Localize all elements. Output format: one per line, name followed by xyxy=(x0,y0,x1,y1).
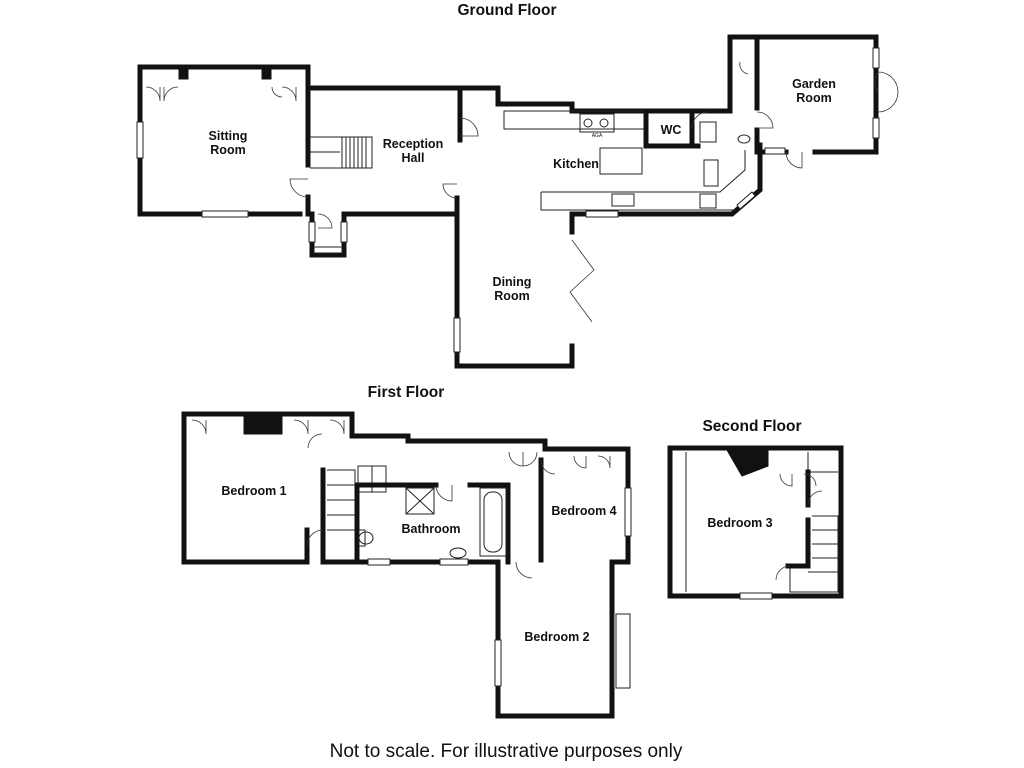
sitting-room-label-2: Room xyxy=(210,143,245,157)
bedroom-2-label: Bedroom 2 xyxy=(524,630,589,644)
window xyxy=(367,558,391,566)
reception-hall-label-2: Hall xyxy=(402,151,425,165)
kitchen-walls: AGA xyxy=(495,34,763,218)
window xyxy=(872,47,880,69)
second-floor-title: Second Floor xyxy=(702,418,801,435)
dining-room-label-2: Room xyxy=(494,289,529,303)
garden-room-label-2: Room xyxy=(796,91,831,105)
window xyxy=(624,487,632,537)
disclaimer-text: Not to scale. For illustrative purposes … xyxy=(330,741,683,762)
kitchen-label: Kitchen xyxy=(553,157,599,171)
ground-floor-plan: AGA xyxy=(136,34,899,369)
dining-room-walls xyxy=(453,211,595,369)
first-floor-title: First Floor xyxy=(368,384,445,401)
window xyxy=(872,117,880,139)
wc-label: WC xyxy=(661,123,682,137)
garden-room-label-1: Garden xyxy=(792,77,836,91)
sitting-room-walls xyxy=(136,64,311,218)
window xyxy=(136,121,144,159)
window xyxy=(585,210,619,218)
window xyxy=(308,221,316,243)
window xyxy=(615,613,631,689)
window xyxy=(340,221,348,243)
bedroom-3-label: Bedroom 3 xyxy=(707,516,772,530)
sitting-room-label-1: Sitting xyxy=(209,129,248,143)
aga-label: AGA xyxy=(592,133,603,139)
reception-hall-label-1: Reception xyxy=(383,137,443,151)
bedroom-4-label: Bedroom 4 xyxy=(551,504,616,518)
second-floor-plan: Bedroom 3 xyxy=(667,445,844,600)
wc-walls xyxy=(643,108,751,149)
window xyxy=(439,558,469,566)
ground-floor-title: Ground Floor xyxy=(457,2,556,19)
window xyxy=(494,639,502,687)
window xyxy=(201,210,249,218)
window xyxy=(739,592,773,600)
porch-walls xyxy=(308,211,348,258)
bathroom-label: Bathroom xyxy=(401,522,460,536)
first-floor-plan: Bedroom 1 Bathroom Bedroom 4 Bedroom 2 xyxy=(181,411,632,719)
dining-room-label-1: Dining xyxy=(493,275,532,289)
garden-room-walls xyxy=(739,34,899,169)
bedroom-1-label: Bedroom 1 xyxy=(221,484,286,498)
window xyxy=(453,317,461,353)
